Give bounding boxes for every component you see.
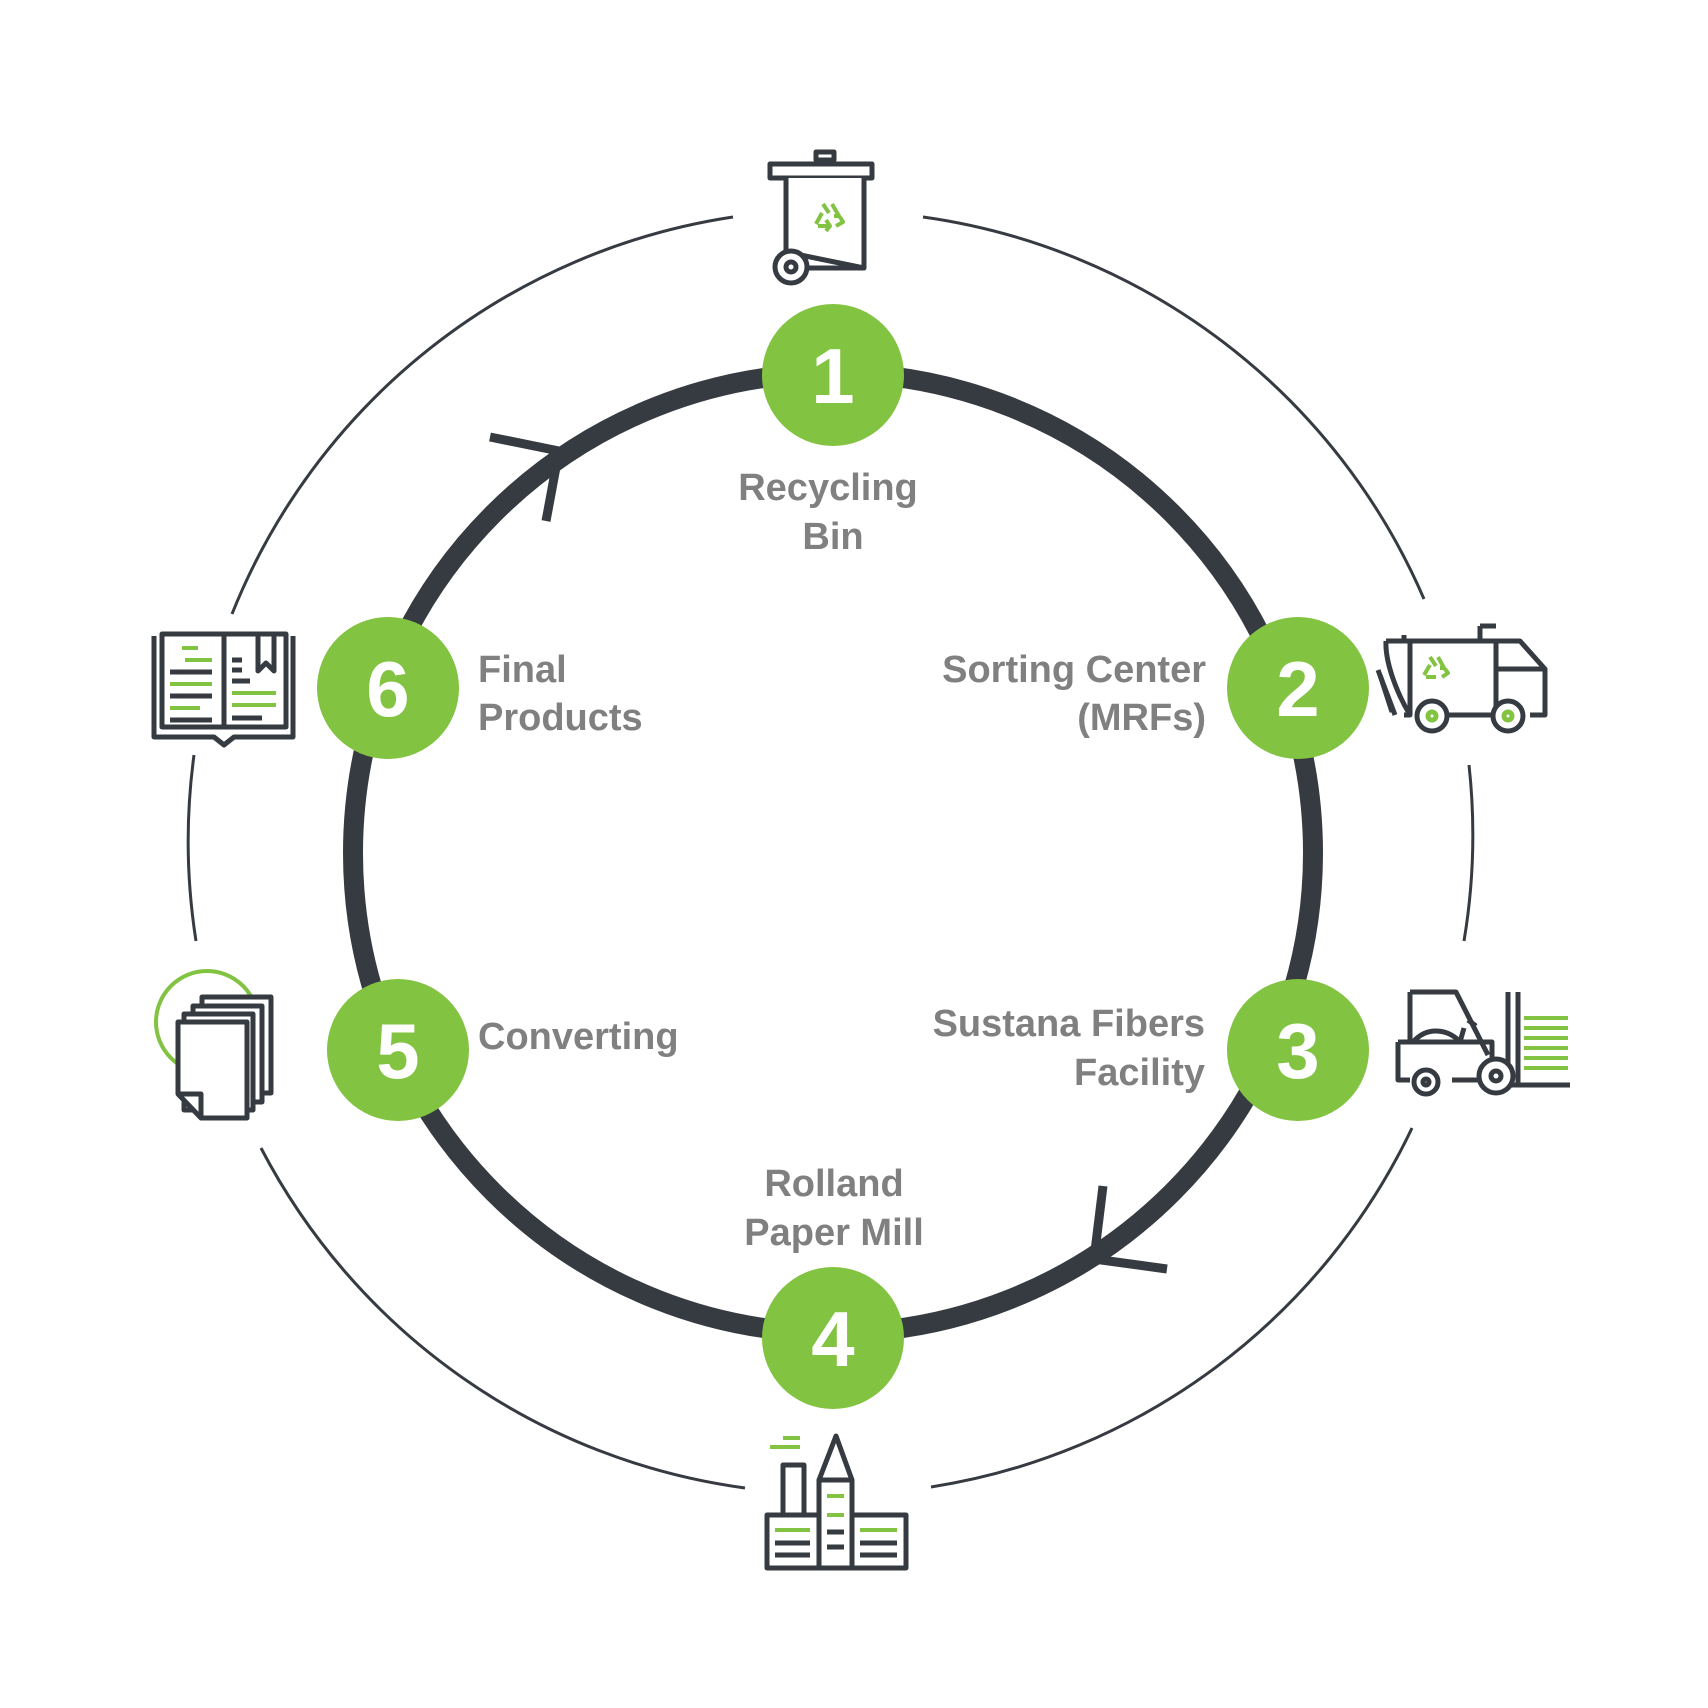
- step-2-number: 2: [1276, 645, 1319, 733]
- paper-sheets-icon: [154, 969, 274, 1121]
- forklift-icon: [1395, 989, 1570, 1097]
- step-3-label-line-1: Sustana Fibers: [933, 1003, 1205, 1045]
- step-6-label-line-1: Final: [478, 649, 567, 691]
- step-5-circle: [327, 979, 469, 1121]
- step-6-circle: [317, 617, 459, 759]
- recycling-bin-icon: [767, 149, 875, 286]
- step-4: 4 Rolland Paper Mill: [744, 1163, 924, 1409]
- step-1-label-line-2: Bin: [802, 516, 863, 558]
- step-3-circle: [1227, 979, 1369, 1121]
- step-4-label-line-2: Paper Mill: [744, 1212, 924, 1254]
- step-6-number: 6: [366, 645, 409, 733]
- step-3-label-line-2: Facility: [1074, 1052, 1205, 1094]
- step-4-circle: [762, 1267, 904, 1409]
- recycling-truck-icon: [1375, 623, 1548, 734]
- outer-ring: [186, 215, 1475, 1490]
- step-5: 5 Converting: [327, 979, 679, 1121]
- paper-mill-icon: [764, 1433, 909, 1571]
- step-2: 2 Sorting Center (MRFs): [942, 617, 1369, 759]
- direction-arrow-top-left: [489, 432, 564, 522]
- open-book-icon: [151, 631, 296, 748]
- step-2-label-line-2: (MRFs): [1077, 697, 1206, 739]
- step-1-number: 1: [811, 332, 854, 420]
- direction-arrow-bottom-right: [1089, 1185, 1168, 1274]
- step-5-label-line-1: Converting: [478, 1016, 679, 1058]
- step-3: 3 Sustana Fibers Facility: [933, 979, 1369, 1121]
- step-3-number: 3: [1276, 1007, 1319, 1095]
- step-6: 6 Final Products: [317, 617, 643, 759]
- step-2-label-line-1: Sorting Center: [942, 649, 1206, 691]
- step-1-label-line-1: Recycling: [738, 467, 918, 509]
- step-1-circle: [762, 304, 904, 446]
- step-6-label-line-2: Products: [478, 697, 643, 739]
- step-4-label-line-1: Rolland: [764, 1163, 903, 1205]
- step-5-number: 5: [376, 1007, 419, 1095]
- step-1: 1 Recycling Bin: [738, 304, 918, 558]
- step-4-number: 4: [811, 1295, 854, 1383]
- step-2-circle: [1227, 617, 1369, 759]
